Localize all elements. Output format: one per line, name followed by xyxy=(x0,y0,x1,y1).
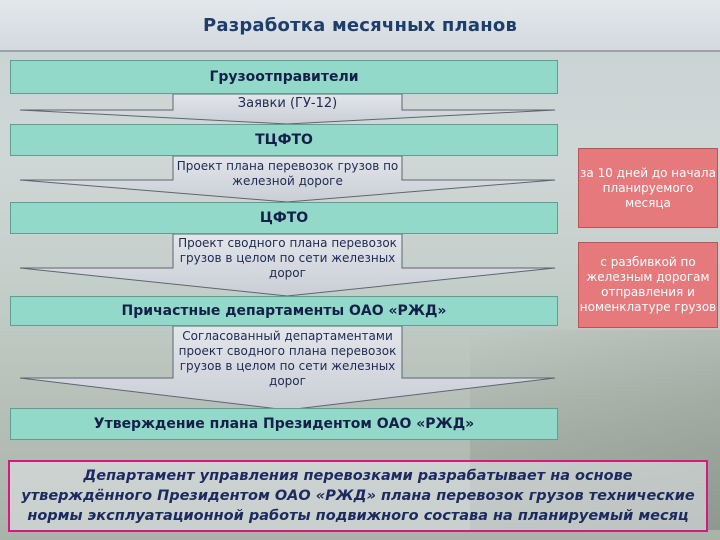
note-breakdown: с разбивкой по железным дорогам отправле… xyxy=(578,242,718,328)
band-departments: Причастные департаменты ОАО «РЖД» xyxy=(10,296,558,326)
band-cfto-label: ЦФТО xyxy=(260,210,308,226)
band-cfto: ЦФТО xyxy=(10,202,558,234)
arrow-label-agreed-plan: Согласованный департаментами проект свод… xyxy=(173,329,402,389)
band-approval: Утверждение плана Президентом ОАО «РЖД» xyxy=(10,408,558,440)
note-breakdown-text: с разбивкой по железным дорогам отправле… xyxy=(579,255,717,315)
band-approval-label: Утверждение плана Президентом ОАО «РЖД» xyxy=(94,416,474,432)
note-deadline: за 10 дней до начала планируемого месяца xyxy=(578,148,718,228)
band-shippers: Грузоотправители xyxy=(10,60,558,94)
footer-note: Департамент управления перевозками разра… xyxy=(8,460,708,532)
footer-note-text: Департамент управления перевозками разра… xyxy=(16,466,700,526)
arrow-label-requests: Заявки (ГУ-12) xyxy=(173,96,402,111)
note-deadline-text: за 10 дней до начала планируемого месяца xyxy=(579,166,717,211)
band-shippers-label: Грузоотправители xyxy=(209,69,358,85)
band-tcfto-label: ТЦФТО xyxy=(255,132,313,148)
band-tcfto: ТЦФТО xyxy=(10,124,558,156)
band-departments-label: Причастные департаменты ОАО «РЖД» xyxy=(122,303,447,319)
arrow-label-network-plan: Проект сводного плана перевозок грузов в… xyxy=(173,236,402,281)
arrow-label-road-plan: Проект плана перевозок грузов по железно… xyxy=(173,159,402,189)
